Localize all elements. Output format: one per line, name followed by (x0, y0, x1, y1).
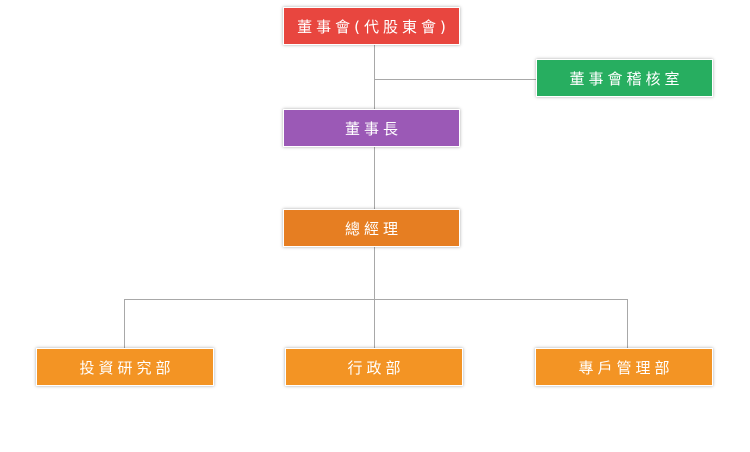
administration-dept-label: 行政部 (347, 358, 405, 377)
chairman-node: 董事長 (283, 109, 460, 147)
investment-research-dept-node: 投資研究部 (36, 348, 214, 386)
general-manager-label: 總經理 (344, 219, 402, 238)
general-manager-node: 總經理 (283, 209, 460, 247)
account-management-dept-node: 專戶管理部 (535, 348, 713, 386)
board-node: 董事會(代股東會) (283, 7, 460, 45)
administration-dept-node: 行政部 (285, 348, 463, 386)
audit-office-node: 董事會稽核室 (536, 59, 713, 97)
audit-office-label: 董事會稽核室 (569, 69, 684, 88)
chairman-label: 董事長 (344, 119, 402, 138)
investment-research-dept-label: 投資研究部 (79, 358, 175, 377)
account-management-dept-label: 專戶管理部 (578, 358, 674, 377)
board-label: 董事會(代股東會) (297, 17, 450, 36)
